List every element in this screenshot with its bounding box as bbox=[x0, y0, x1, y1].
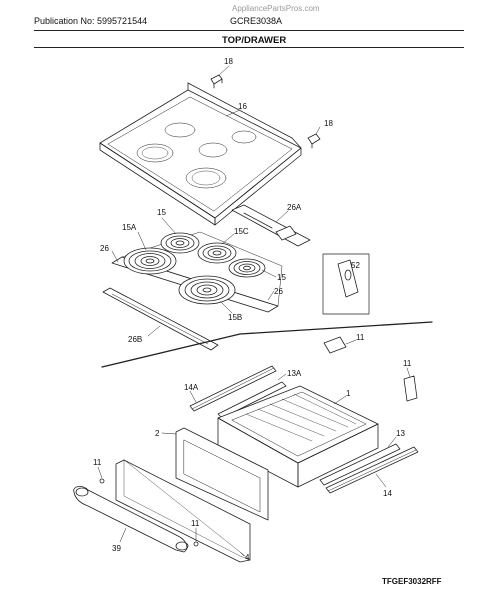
leader-lines bbox=[97, 65, 411, 557]
callout-52: 52 bbox=[351, 261, 360, 270]
callout-14: 14 bbox=[383, 489, 392, 498]
drawer-slide-14 bbox=[325, 446, 419, 494]
radiant-element-15 bbox=[160, 232, 200, 254]
callout-39: 39 bbox=[112, 544, 121, 553]
drawer-body-1 bbox=[217, 385, 379, 488]
cooktop-glass-16 bbox=[99, 82, 302, 226]
drawer-slide-13 bbox=[319, 443, 401, 486]
callout-13a: 13A bbox=[287, 369, 302, 378]
header-rule-top bbox=[34, 30, 464, 31]
watermark: AppliancePartsPros.com bbox=[232, 4, 320, 13]
callout-26-right: 26 bbox=[274, 287, 283, 296]
screw-11-bottom bbox=[193, 541, 199, 547]
callout-26-left: 26 bbox=[100, 244, 109, 253]
radiant-element-15b bbox=[178, 275, 236, 305]
callout-15a: 15A bbox=[122, 223, 137, 232]
glass-clip-18-right bbox=[307, 133, 321, 149]
callout-26b: 26B bbox=[128, 335, 142, 344]
section-divider bbox=[101, 321, 433, 368]
bracket-11-right bbox=[403, 375, 418, 402]
diagram-code: TFGEF3032RFF bbox=[382, 577, 442, 586]
callout-15-right: 15 bbox=[277, 273, 286, 282]
drawer-front-frame-2 bbox=[175, 427, 269, 521]
callout-26a: 26A bbox=[287, 203, 302, 212]
callout-14a: 14A bbox=[184, 383, 199, 392]
callout-labels: 18 16 18 26A 15 15A 15C 26 15 52 26 15B … bbox=[93, 57, 412, 562]
bracket-26b bbox=[102, 287, 219, 351]
callout-16: 16 bbox=[238, 102, 247, 111]
wire-harness-26a bbox=[231, 204, 311, 247]
callout-15b: 15B bbox=[228, 313, 242, 322]
radiant-element-15a bbox=[123, 247, 177, 275]
header-rule-bottom bbox=[34, 47, 464, 48]
callout-4: 4 bbox=[245, 553, 250, 562]
callout-18-left: 18 bbox=[224, 57, 233, 66]
callout-2: 2 bbox=[155, 429, 160, 438]
bracket-11-top bbox=[323, 336, 347, 354]
callout-15-top: 15 bbox=[157, 208, 166, 217]
callout-13: 13 bbox=[396, 429, 405, 438]
section-title: TOP/DRAWER bbox=[222, 35, 287, 46]
callout-15c: 15C bbox=[234, 227, 249, 236]
drawer-slide-14a bbox=[189, 365, 277, 412]
publication-number: Publication No: 5995721544 bbox=[34, 16, 148, 26]
callout-18-right: 18 bbox=[324, 119, 333, 128]
drawer-handle-39 bbox=[73, 486, 189, 553]
drawer-front-panel-4 bbox=[115, 459, 251, 563]
callout-11-top: 11 bbox=[356, 333, 365, 342]
callout-1: 1 bbox=[346, 389, 351, 398]
callout-11-right: 11 bbox=[403, 359, 412, 368]
callout-11-left: 11 bbox=[93, 458, 102, 467]
glass-clip-18-left bbox=[210, 74, 223, 89]
radiant-element-15-right bbox=[228, 258, 266, 278]
radiant-element-15c bbox=[197, 242, 237, 264]
model-number: GCRE3038A bbox=[230, 16, 283, 26]
callout-11-bottom: 11 bbox=[191, 519, 200, 528]
part-52-box bbox=[322, 253, 370, 315]
screw-11-left bbox=[99, 478, 105, 484]
